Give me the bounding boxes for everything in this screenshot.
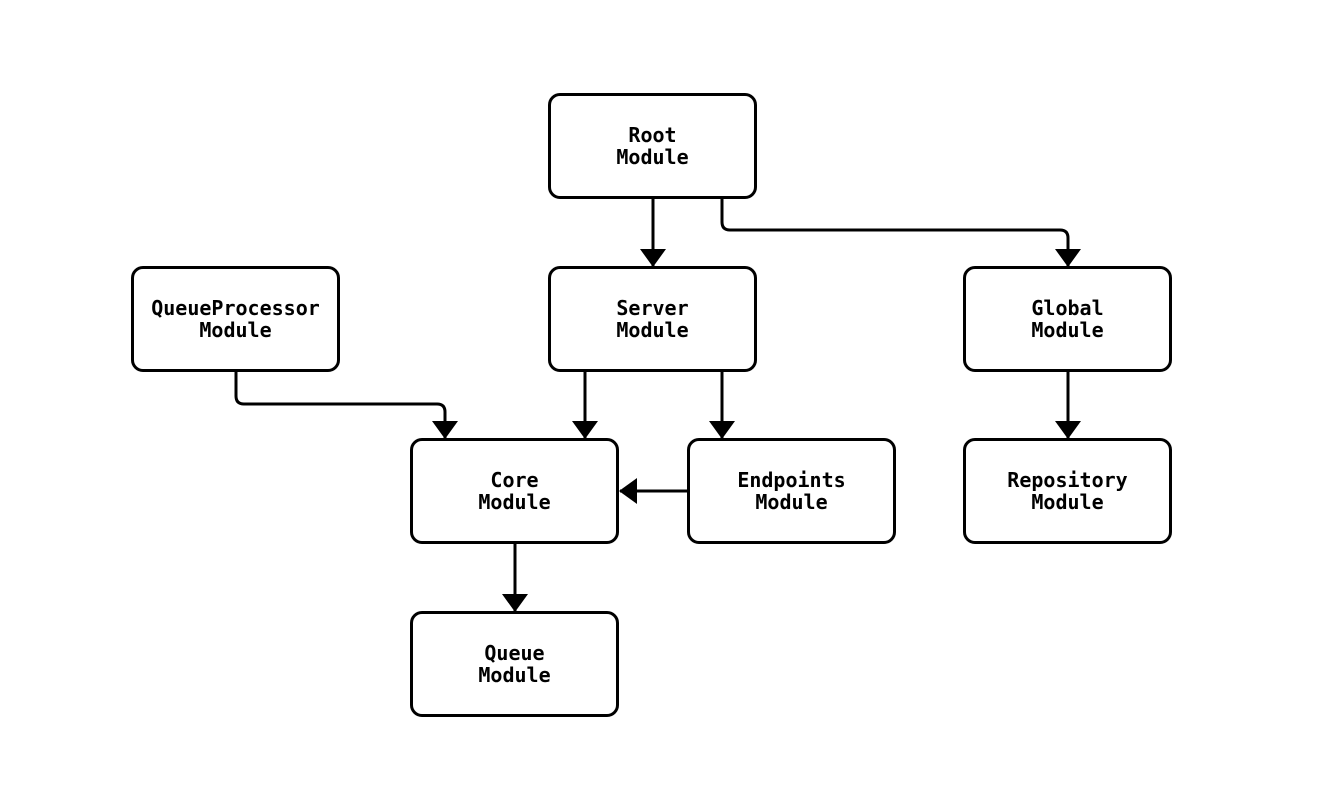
node-label-queueprocessor-module: QueueProcessor Module [151,296,320,342]
node-label-global-module: Global Module [1031,296,1104,342]
node-label-queue-module: Queue Module [478,641,551,687]
node-label-server-module: Server Module [616,296,689,342]
node-label-root-module: Root Module [616,123,689,169]
node-repository-module: Repository Module [963,438,1172,544]
node-label-repository-module: Repository Module [1007,468,1128,514]
node-queueprocessor-module: QueueProcessor Module [131,266,340,372]
node-queue-module: Queue Module [410,611,619,717]
node-endpoints-module: Endpoints Module [687,438,896,544]
edge-root-module-to-global-module [720,199,1081,267]
edge-group [234,199,1081,612]
node-root-module: Root Module [548,93,757,199]
node-core-module: Core Module [410,438,619,544]
node-label-endpoints-module: Endpoints Module [737,468,846,514]
node-global-module: Global Module [963,266,1172,372]
node-label-core-module: Core Module [478,468,551,514]
node-server-module: Server Module [548,266,757,372]
edge-queueprocessor-module-to-core-module [234,372,458,439]
